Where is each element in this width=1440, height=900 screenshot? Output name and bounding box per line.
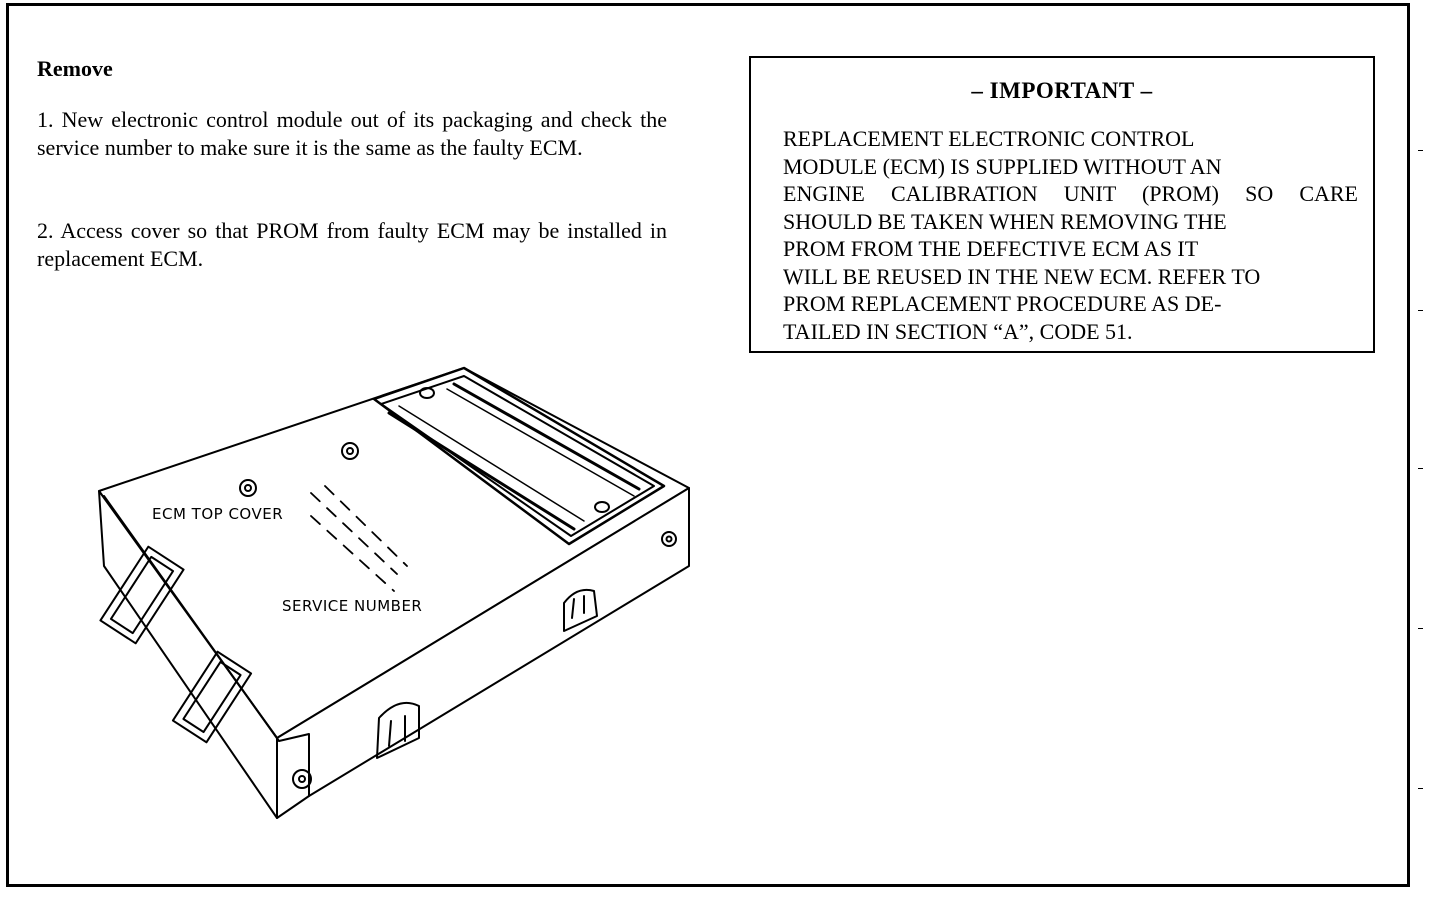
cover-screw-icon xyxy=(239,479,257,497)
important-body: REPLACEMENT ELECTRONIC CONTROL MODULE (E… xyxy=(783,125,1358,345)
ecm-right-face xyxy=(276,487,690,819)
important-line: SHOULD BE TAKEN WHEN REMOVING THE xyxy=(783,208,1227,234)
label-ecm-top-cover: ECM TOP COVER xyxy=(152,505,283,523)
prom-access-cover xyxy=(372,366,666,546)
margin-tick xyxy=(1418,468,1423,469)
ecm-illustration: ECM TOP COVER SERVICE NUMBER xyxy=(98,366,690,819)
section-heading: Remove xyxy=(37,56,113,81)
step-2-text: 2. Access cover so that PROM from faulty… xyxy=(37,218,667,271)
important-line: PROM FROM THE DEFECTIVE ECM AS IT xyxy=(783,236,1199,261)
important-line: REPLACEMENT ELECTRONIC CONTROL xyxy=(783,126,1195,151)
margin-tick xyxy=(1418,150,1423,151)
important-line: MODULE (ECM) IS SUPPLIED WITHOUT AN xyxy=(783,153,1222,179)
important-line: TAILED IN SECTION “A”, CODE 51. xyxy=(783,318,1133,344)
margin-tick xyxy=(1418,788,1423,789)
important-title: – IMPORTANT – xyxy=(971,78,1153,103)
page-frame: Remove 1. New electronic control module … xyxy=(6,3,1410,887)
mounting-bolt-icon xyxy=(292,769,312,789)
important-notice-box: – IMPORTANT – REPLACEMENT ELECTRONIC CON… xyxy=(749,56,1375,353)
mounting-bolt-icon xyxy=(661,531,677,547)
connector-port xyxy=(171,650,253,744)
margin-tick xyxy=(1418,628,1423,629)
connector-port xyxy=(99,545,185,645)
step-1-text: 1. New electronic control module out of … xyxy=(37,107,667,160)
important-line: ENGINE CALIBRATION UNIT (PROM) SO CARE xyxy=(783,181,1358,206)
important-line: PROM REPLACEMENT PROCEDURE AS DE- xyxy=(783,291,1222,316)
mounting-tab xyxy=(563,588,598,632)
cover-screw-icon xyxy=(341,442,359,460)
important-line: WILL BE REUSED IN THE NEW ECM. REFER TO xyxy=(783,263,1261,289)
margin-tick xyxy=(1418,310,1423,311)
label-service-number: SERVICE NUMBER xyxy=(282,597,422,615)
mounting-tab xyxy=(376,702,420,759)
